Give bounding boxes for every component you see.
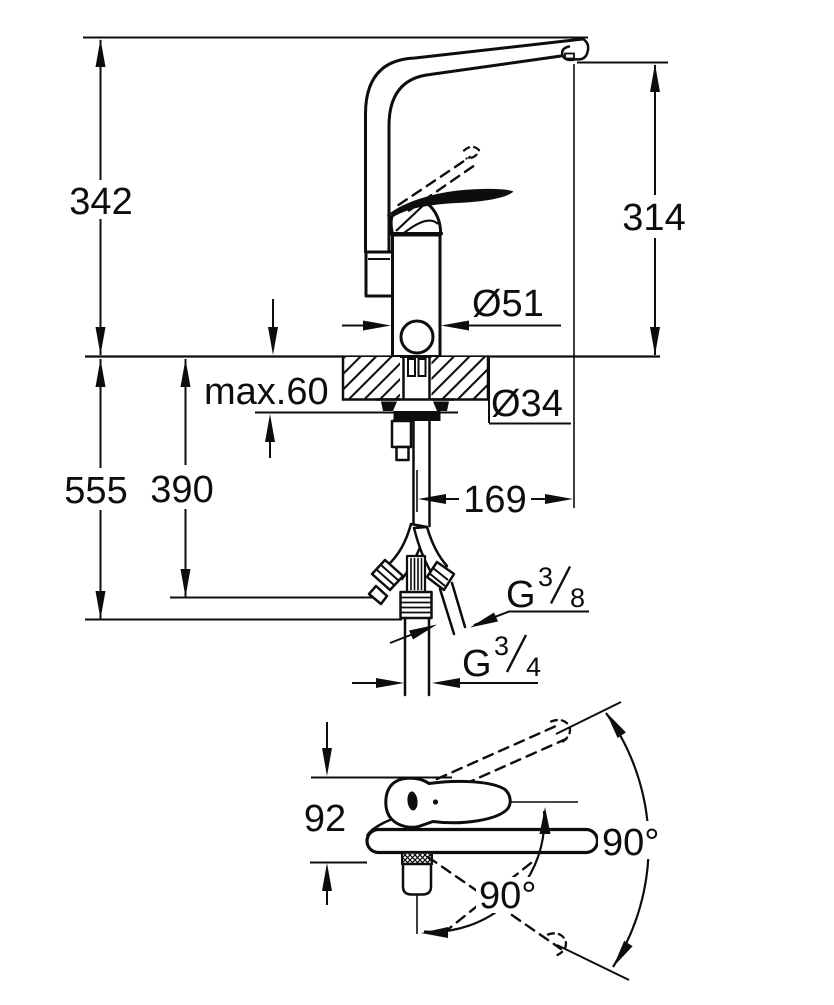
spout-tip-aerator	[560, 37, 590, 62]
shank-in-hole	[402, 355, 431, 401]
flange-wedge-right	[433, 401, 449, 411]
angle-inner-label: 90°	[479, 875, 536, 917]
handle-dot	[432, 799, 439, 805]
dimension-169: 169	[418, 479, 573, 521]
handle-base-curve	[366, 818, 393, 837]
label-bg	[598, 821, 674, 859]
hose-left-nut	[370, 558, 405, 592]
g34-letter: G	[462, 643, 492, 685]
g38-numerator: 3	[538, 562, 553, 592]
dim-169-label: 169	[463, 479, 526, 521]
g38-fraction-slash	[549, 565, 572, 605]
top-plan-view: 92 90° 90°	[303, 701, 674, 981]
dimension-g38: G 3 8	[389, 562, 589, 644]
base-shank	[401, 862, 433, 896]
hose-left-nut-bands	[376, 564, 399, 586]
faucet-side-body	[364, 37, 590, 358]
shank-thread-detail-1	[407, 358, 416, 377]
dimension-o51: Ø51	[342, 283, 561, 331]
hose-right-tube	[438, 581, 467, 636]
dimension-342: 342	[69, 39, 133, 355]
flange-wedge-left	[381, 401, 397, 411]
g34-denominator: 4	[526, 652, 541, 682]
dim-o34-label: Ø34	[491, 383, 563, 425]
dimension-angle-inner	[421, 807, 551, 938]
handle-top-view	[366, 776, 512, 837]
lever-raised-dashed	[397, 155, 478, 212]
dim-390-label: 390	[150, 469, 213, 511]
dimension-92	[310, 722, 452, 905]
dimension-390: 390	[150, 359, 214, 597]
handle-slot	[407, 791, 418, 811]
dim-92-label: 92	[304, 798, 346, 840]
lower-tube	[403, 616, 431, 697]
dimension-555: 555	[64, 359, 128, 619]
g34-numerator: 3	[494, 631, 509, 661]
side-elevation-view: 342 314 555 390	[64, 36, 686, 697]
nipple-threads	[410, 558, 423, 590]
hose-right-nut-bands	[428, 567, 449, 587]
knurl-band	[401, 851, 433, 865]
spout-top-view	[365, 827, 600, 855]
upper-extension-line	[555, 701, 622, 735]
spout-outer-edge	[364, 37, 585, 254]
countertop-section	[341, 355, 490, 401]
angle-outer-label: 90°	[602, 822, 659, 864]
lower-extension-line	[556, 944, 630, 981]
dim-max60-label: max.60	[204, 371, 329, 413]
lever-raised-tip-dashed	[462, 145, 481, 160]
base-top-view	[401, 851, 433, 934]
g38-denominator: 8	[570, 583, 585, 613]
dimension-314: 314	[622, 64, 686, 355]
dim-314-label: 314	[622, 197, 685, 239]
label-bg	[476, 877, 550, 913]
aerator-outlet	[564, 52, 575, 60]
shank-g34	[399, 590, 433, 620]
supply-tube	[412, 419, 431, 528]
shank-threads	[400, 596, 432, 614]
dim-o51-label: Ø51	[472, 283, 544, 325]
counter-hatch-left	[343, 357, 400, 400]
label-bg	[303, 805, 347, 835]
shank-thread-detail-2	[417, 358, 427, 377]
body-cap-circle	[399, 319, 435, 355]
dim-342-label: 342	[69, 181, 132, 223]
lever-handle	[386, 188, 514, 217]
connection-hoses	[367, 522, 467, 697]
horseshoe-washer	[393, 411, 441, 421]
mounting-nut	[390, 419, 413, 449]
counter-hatch-right	[431, 357, 488, 400]
dimension-g34: G 3 4	[352, 631, 541, 688]
spout-inner-edge	[387, 54, 563, 254]
g38-letter: G	[506, 574, 536, 616]
dim-555-label: 555	[64, 470, 127, 512]
g34-fraction-slash	[505, 634, 528, 673]
mounting-hardware	[374, 355, 456, 528]
handle-upper-dashed	[435, 701, 622, 793]
dimension-max60: max.60	[204, 299, 329, 458]
mounting-nut-step	[395, 445, 410, 462]
hose-left-cap	[367, 584, 389, 606]
